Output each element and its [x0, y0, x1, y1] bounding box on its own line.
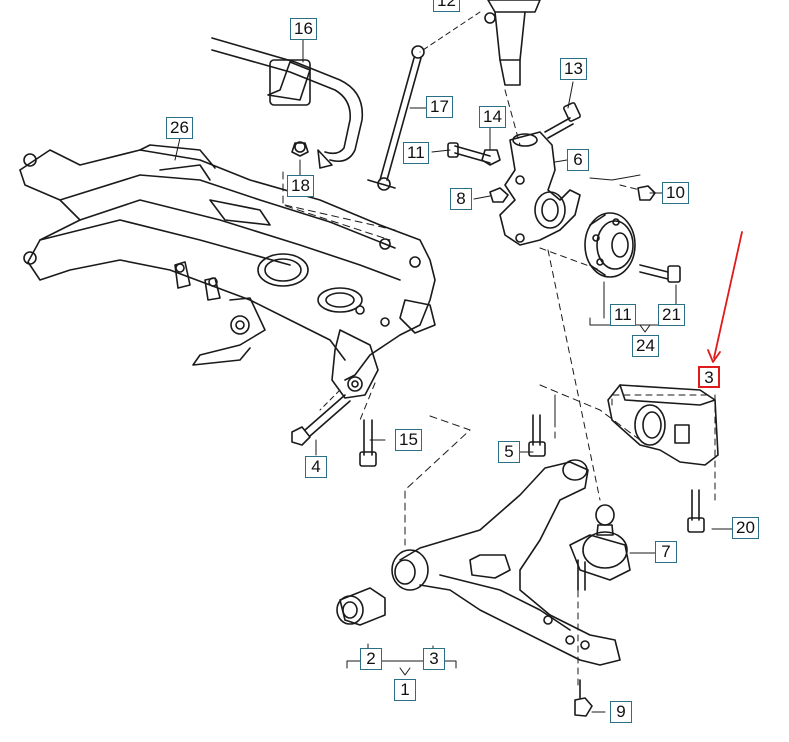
callout-6: 6 [567, 149, 589, 171]
callout-3-arm: 3 [423, 648, 445, 670]
callout-11: 11 [403, 142, 429, 164]
stabilizer-bar [211, 37, 364, 169]
bushing-3 [607, 384, 719, 466]
bolt-4 [291, 394, 351, 446]
callout-21: 21 [658, 304, 685, 326]
subframe [19, 144, 436, 399]
coupling-rod [367, 45, 425, 191]
callout-3-highlighted: 3 [698, 366, 720, 388]
control-arm [391, 459, 621, 666]
bolt-5 [528, 414, 546, 457]
callout-17: 17 [426, 96, 453, 118]
callout-11-hub: 11 [610, 304, 636, 326]
callout-8: 8 [450, 188, 472, 210]
callout-4: 4 [305, 456, 327, 478]
steering-knuckle [499, 131, 581, 246]
bolt-20 [687, 489, 705, 533]
leader-lines [174, 11, 733, 713]
callout-7: 7 [655, 541, 677, 563]
nut-9 [574, 679, 593, 717]
callout-15: 15 [395, 429, 422, 451]
callout-9: 9 [610, 701, 632, 723]
callout-1: 1 [394, 679, 416, 701]
strut [484, 0, 541, 86]
callout-2: 2 [360, 648, 382, 670]
callout-24: 24 [632, 335, 659, 357]
callout-10: 10 [662, 182, 689, 204]
callout-20: 20 [732, 517, 759, 539]
wheel-hub [584, 212, 681, 283]
ball-joint [569, 504, 631, 591]
callout-13: 13 [560, 58, 587, 80]
callout-14: 14 [479, 106, 506, 128]
bolt-13 [544, 102, 581, 139]
callout-12: 12 [433, 0, 460, 12]
callout-5: 5 [498, 441, 520, 463]
callout-26: 26 [166, 117, 193, 139]
bolt-15 [359, 419, 377, 467]
small-fasteners [291, 142, 656, 203]
bushing-2 [336, 587, 386, 626]
highlight-arrow [707, 231, 743, 363]
callout-16: 16 [290, 18, 317, 40]
callout-18: 18 [287, 175, 314, 197]
